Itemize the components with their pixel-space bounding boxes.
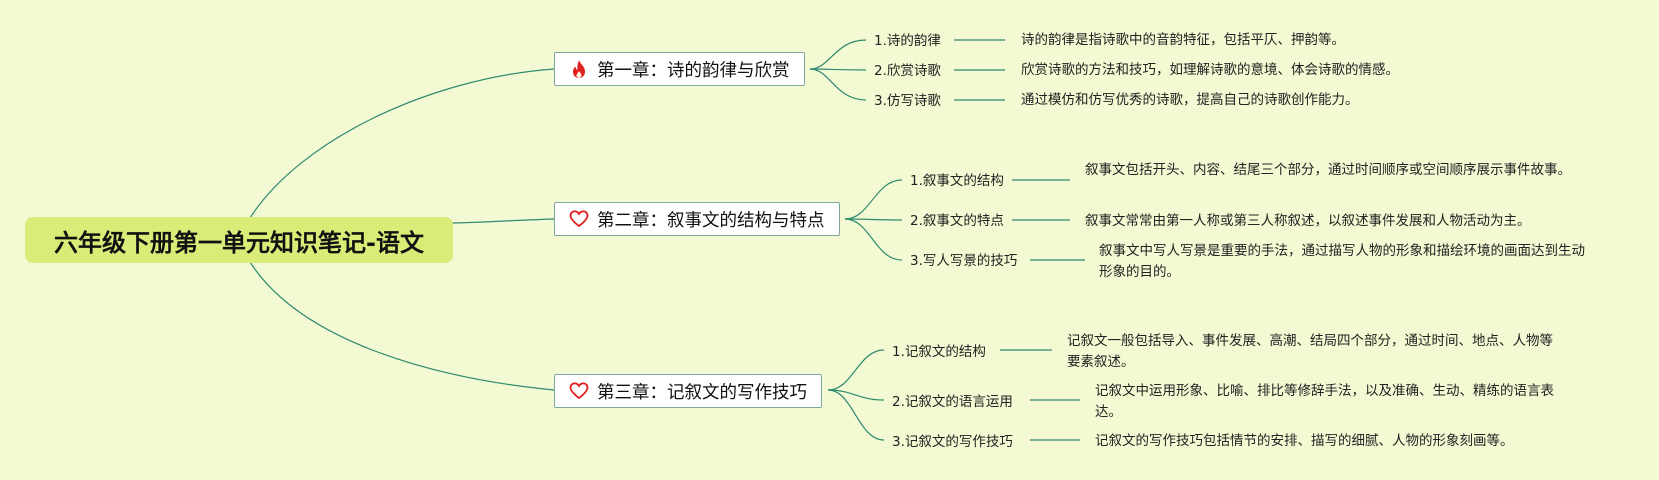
topic-description: 记叙文中运用形象、比喻、排比等修辞手法，以及准确、生动、精练的语言表达。 — [1095, 383, 1554, 420]
connector-chapter-2-topic — [844, 218, 903, 261]
topic-description: 叙事文包括开头、内容、结尾三个部分，通过时间顺序或空间顺序展示事件故事。 — [1085, 162, 1571, 178]
topic-description: 记叙文一般包括导入、事件发展、高潮、结局四个部分，通过时间、地点、人物等要素叙述… — [1067, 333, 1553, 370]
topic-label[interactable]: 3.仿写诗歌 — [874, 93, 941, 109]
topic-label[interactable]: 2.欣赏诗歌 — [874, 63, 941, 79]
connector-chapter-3-topic — [827, 349, 885, 391]
heart-icon — [569, 209, 589, 229]
connector-chapter-3-topic — [827, 389, 885, 401]
topic-label[interactable]: 2.叙事文的特点 — [910, 213, 1004, 229]
fire-icon — [569, 59, 589, 79]
topic-label[interactable]: 1.诗的韵律 — [874, 33, 941, 49]
connector-chapter-2-topic — [844, 218, 903, 221]
chapter-1-node[interactable]: 第一章：诗的韵律与欣赏 — [554, 52, 805, 86]
topic-description: 记叙文的写作技巧包括情节的安排、描写的细腻、人物的形象刻画等。 — [1095, 433, 1514, 449]
topic-label[interactable]: 2.记叙文的语言运用 — [892, 394, 1013, 410]
topic-description: 通过模仿和仿写优秀的诗歌，提高自己的诗歌创作能力。 — [1021, 92, 1359, 108]
topic-description: 诗的韵律是指诗歌中的音韵特征，包括平仄、押韵等。 — [1021, 32, 1345, 48]
connector-root-chapter-1 — [249, 68, 555, 219]
connector-chapter-1-topic — [809, 68, 867, 101]
chapter-2-node[interactable]: 第二章：叙事文的结构与特点 — [554, 202, 840, 236]
topic-label[interactable]: 1.叙事文的结构 — [910, 173, 1004, 189]
connector-chapter-1-topic — [809, 39, 867, 70]
topic-label[interactable]: 3.写人写景的技巧 — [910, 253, 1018, 269]
topic-description: 叙事文中写人写景是重要的手法，通过描写人物的形象和描绘环境的画面达到生动形象的目… — [1099, 243, 1585, 280]
connector-chapter-2-topic — [844, 179, 903, 220]
connector-chapter-3-topic — [827, 389, 885, 441]
chapter-2-title: 第二章：叙事文的结构与特点 — [597, 210, 825, 231]
chapter-1-title: 第一章：诗的韵律与欣赏 — [597, 60, 790, 81]
topic-label[interactable]: 1.记叙文的结构 — [892, 344, 986, 360]
topic-label[interactable]: 3.记叙文的写作技巧 — [892, 434, 1013, 450]
root-topic[interactable]: 六年级下册第一单元知识笔记-语文 — [25, 217, 453, 263]
topic-description: 欣赏诗歌的方法和技巧，如理解诗歌的意境、体会诗歌的情感。 — [1021, 62, 1399, 78]
topic-description: 叙事文常常由第一人称或第三人称叙述，以叙述事件发展和人物活动为主。 — [1085, 213, 1531, 229]
chapter-3-node[interactable]: 第三章：记叙文的写作技巧 — [554, 374, 822, 408]
connector-root-chapter-2 — [451, 218, 555, 224]
chapter-3-title: 第三章：记叙文的写作技巧 — [597, 382, 807, 403]
heart-icon — [569, 381, 589, 401]
connector-root-chapter-3 — [249, 261, 555, 391]
connector-chapter-1-topic — [809, 68, 867, 71]
